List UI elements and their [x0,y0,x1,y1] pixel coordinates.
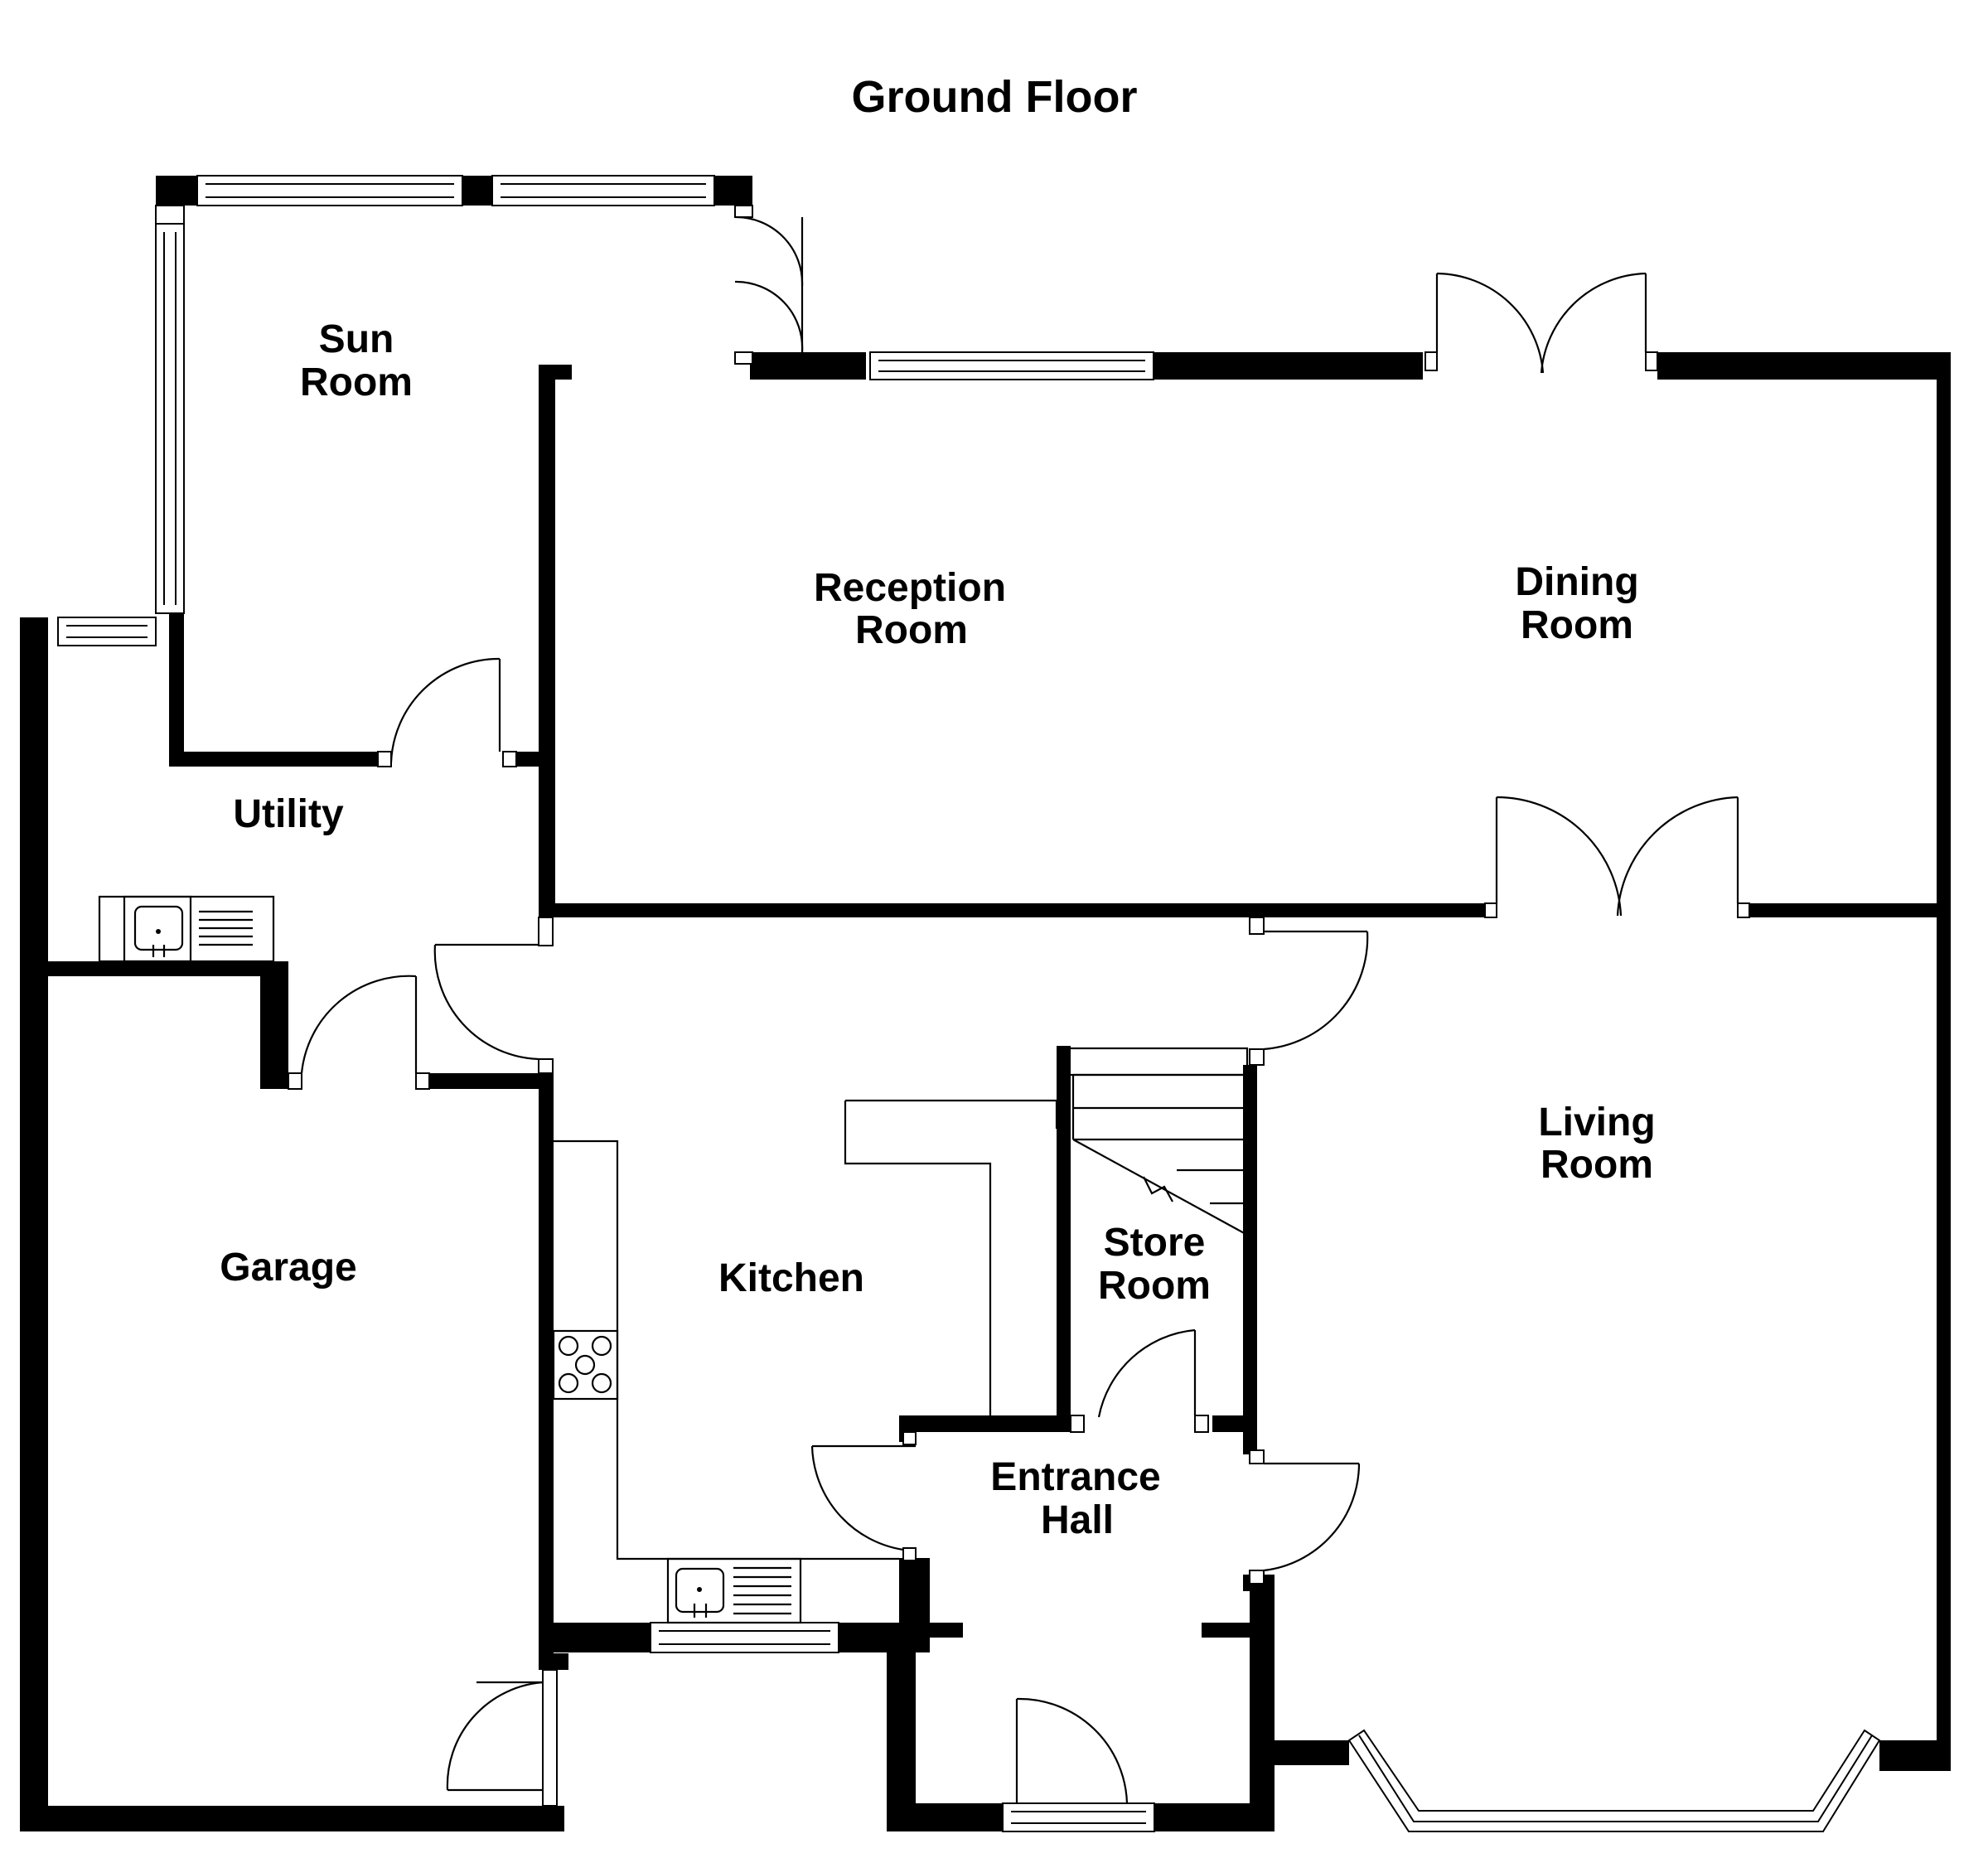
door-dining-french [1424,272,1658,374]
door-garage-side [446,1669,558,1807]
floor-title: Ground Floor [852,72,1138,122]
kitchen-worktop-top [845,1099,1058,1129]
kitchen-island [844,1101,992,1415]
window-kitchen [650,1622,839,1653]
fixtures [98,895,1249,1624]
walls [20,176,1951,1831]
label-utility: Utility [233,792,344,836]
door-utility-sun-room [377,657,517,767]
stairs [1059,1047,1249,1236]
door-hall-living [1249,1449,1361,1585]
door-living-french [1484,796,1750,918]
window-sun-room-top-1 [196,175,463,206]
label-garage: Garage [220,1246,356,1289]
door-front [1015,1697,1129,1804]
kitchen-hob [552,1329,619,1401]
window-entrance [1002,1802,1155,1832]
window-sun-room-corner [155,205,185,225]
door-store-room [1070,1328,1209,1433]
windows [57,175,1881,1832]
window-reception [869,351,1154,380]
kitchen-worktop-left [554,1139,899,1560]
window-sun-room-left [155,223,185,614]
window-utility [57,617,157,646]
door-garage-utility [288,975,430,1090]
utility-sink [98,895,275,963]
door-hall-kitchen [810,1431,917,1561]
door-kitchen-living [1249,917,1369,1066]
kitchen-sink [666,1557,802,1624]
label-kitchen: Kitchen [718,1256,864,1300]
doors [288,205,1750,1807]
door-sun-room [734,205,804,365]
window-living-bay [1347,1729,1881,1832]
window-sun-room-top-2 [491,175,715,206]
door-kitchen-utility [433,917,554,1074]
